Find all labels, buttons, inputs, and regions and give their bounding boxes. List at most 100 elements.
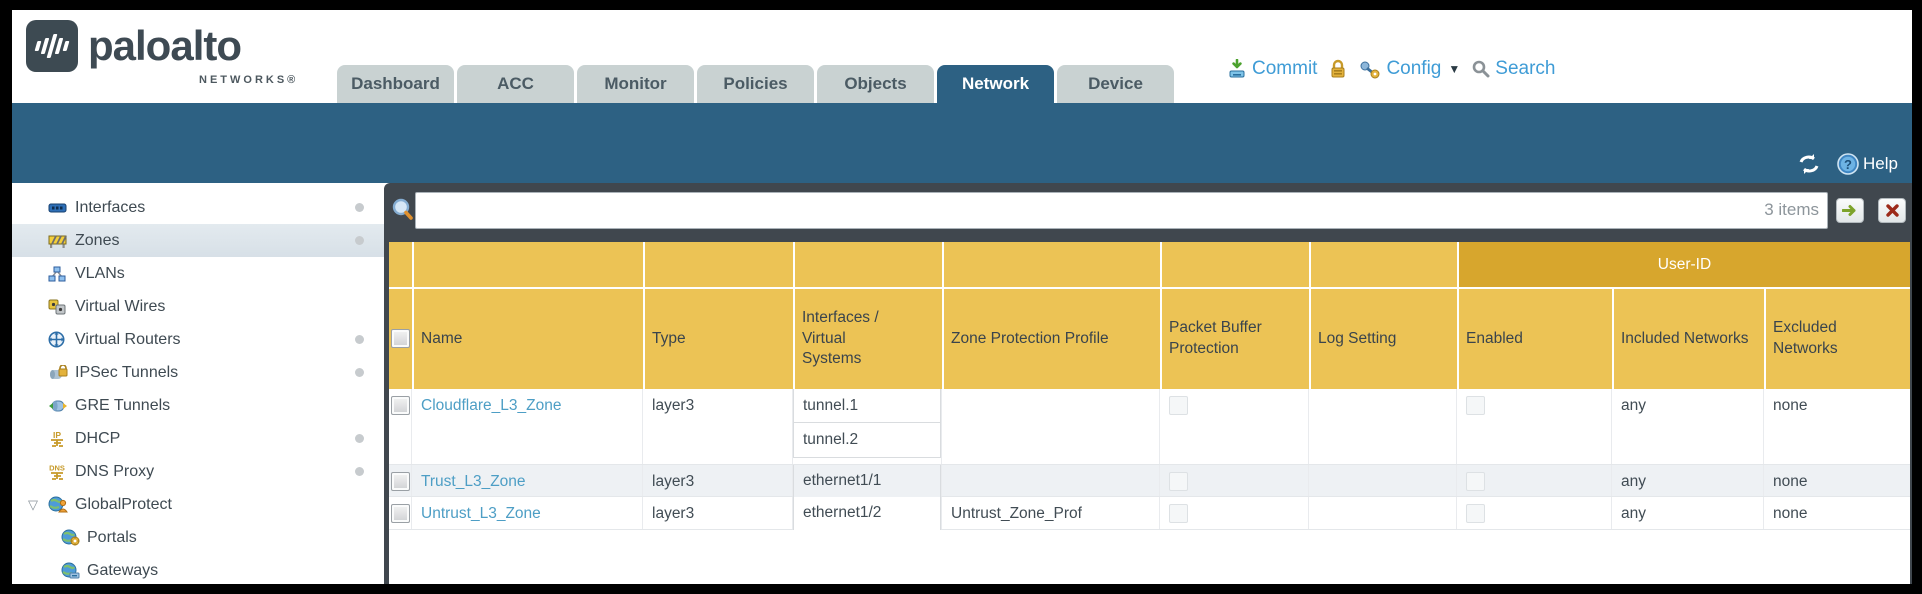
tab-network[interactable]: Network [937,65,1054,103]
sidebar-item-vlans[interactable]: VLANs [12,257,384,290]
zone-type: layer3 [652,505,695,522]
tab-objects[interactable]: Objects [817,65,934,103]
zone-name-link[interactable]: Untrust_L3_Zone [421,505,541,522]
svg-text:?: ? [1844,157,1852,172]
row-checkbox[interactable] [391,472,410,491]
lock-icon[interactable] [1329,59,1347,79]
column-header-packet-buffer-protection[interactable]: Packet Buffer Protection [1169,319,1262,357]
search-icon [1472,60,1490,78]
column-divider [412,242,414,389]
column-divider [1457,242,1459,389]
included-networks: any [1621,505,1646,522]
header-divider [389,287,1910,289]
help-button[interactable]: ? Help [1837,153,1898,175]
status-dot [355,368,364,377]
zone-type: layer3 [652,473,695,490]
column-header-excluded-networks[interactable]: Excluded Networks [1773,319,1838,357]
interface-cell: tunnel.1 [793,389,941,423]
column-divider [942,242,944,389]
sidebar-item-dhcp[interactable]: IP DHCP [12,422,384,455]
filter-input[interactable] [415,192,1828,229]
red-x-icon [1885,204,1899,217]
tab-device[interactable]: Device [1057,65,1174,103]
packet-buffer-protection-checkbox [1169,504,1188,523]
packet-buffer-protection-checkbox [1169,396,1188,415]
globalprotect-icon [48,496,70,514]
row-checkbox[interactable] [391,504,410,523]
sidebar-item-gre-tunnels[interactable]: GRE Tunnels [12,389,384,422]
tab-monitor[interactable]: Monitor [577,65,694,103]
zone-name-link[interactable]: Cloudflare_L3_Zone [421,397,562,414]
interface-cell: tunnel.2 [793,423,941,458]
svg-text:DNS: DNS [49,463,65,472]
refresh-icon[interactable] [1797,153,1821,175]
sidebar-item-virtual-wires[interactable]: Virtual Wires [12,290,384,323]
brand-name: paloalto [88,22,242,69]
status-dot [355,203,364,212]
column-header-enabled[interactable]: Enabled [1466,329,1523,347]
help-icon: ? [1837,153,1859,175]
column-header-name[interactable]: Name [421,329,463,347]
tab-dashboard[interactable]: Dashboard [337,65,454,103]
column-divider [1309,242,1311,389]
tab-policies[interactable]: Policies [697,65,814,103]
sidebar-item-portals[interactable]: Portals [12,521,384,554]
sidebar-item-zones[interactable]: Zones [12,224,384,257]
virtual-routers-icon [48,331,70,349]
sidebar-item-gateways[interactable]: Gateways [12,554,384,584]
config-label: Config [1386,58,1442,79]
dns-proxy-icon: DNS [48,463,70,481]
sub-header-band: ? Help [12,103,1912,183]
table-row-trust_l3_zone: Trust_L3_Zone layer3 ethernet1/1 any none [389,465,1910,497]
user-id-enabled-checkbox [1466,396,1485,415]
zones-icon [48,232,70,250]
sidebar-item-label: DHCP [75,429,121,447]
filter-search-icon [392,198,413,220]
user-id-enabled-checkbox [1466,504,1485,523]
config-menu[interactable]: Config ▼ [1359,58,1460,80]
sidebar-item-interfaces[interactable]: Interfaces [12,191,384,224]
search-action[interactable]: Search [1472,58,1555,80]
column-header-interfaces-virtual-systems[interactable]: Interfaces / Virtual Systems [802,308,879,368]
sidebar-item-virtual-routers[interactable]: Virtual Routers [12,323,384,356]
column-header-log-setting[interactable]: Log Setting [1318,329,1397,347]
green-arrow-icon [1841,205,1855,216]
included-networks: any [1621,473,1646,490]
apply-filter-button[interactable] [1836,198,1864,223]
chevron-down-icon: ▼ [1448,62,1461,76]
sidebar-item-label: Virtual Routers [75,330,181,348]
commit-button[interactable]: Commit [1227,58,1317,80]
excluded-networks: none [1773,473,1808,490]
column-header-zone-protection-profile[interactable]: Zone Protection Profile [951,329,1109,347]
expander-triangle-icon[interactable]: ▽ [28,496,38,512]
interface-cell: ethernet1/2 [793,497,941,530]
sidebar-item-ipsec-tunnels[interactable]: IPSec Tunnels [12,356,384,389]
virtual-wires-icon [48,298,70,316]
interface-cell: ethernet1/1 [793,465,941,497]
column-header-included-networks[interactable]: Included Networks [1621,329,1749,347]
zone-name-link[interactable]: Trust_L3_Zone [421,473,526,490]
status-dot [355,335,364,344]
status-dot [355,434,364,443]
commit-label: Commit [1252,58,1318,79]
included-networks: any [1621,397,1646,414]
column-header-type[interactable]: Type [652,329,686,347]
ipsec-tunnels-icon [48,364,70,382]
tab-acc[interactable]: ACC [457,65,574,103]
sidebar-item-globalprotect[interactable]: ▽GlobalProtect [12,488,384,521]
column-divider [1764,289,1766,389]
select-all-checkbox[interactable] [391,329,410,348]
vlans-icon [48,265,70,283]
filter-bar: 3 items [384,183,1912,238]
clear-filter-button[interactable] [1878,198,1906,223]
dhcp-icon: IP [48,430,70,448]
row-checkbox[interactable] [391,396,410,415]
user-id-enabled-checkbox [1466,472,1485,491]
